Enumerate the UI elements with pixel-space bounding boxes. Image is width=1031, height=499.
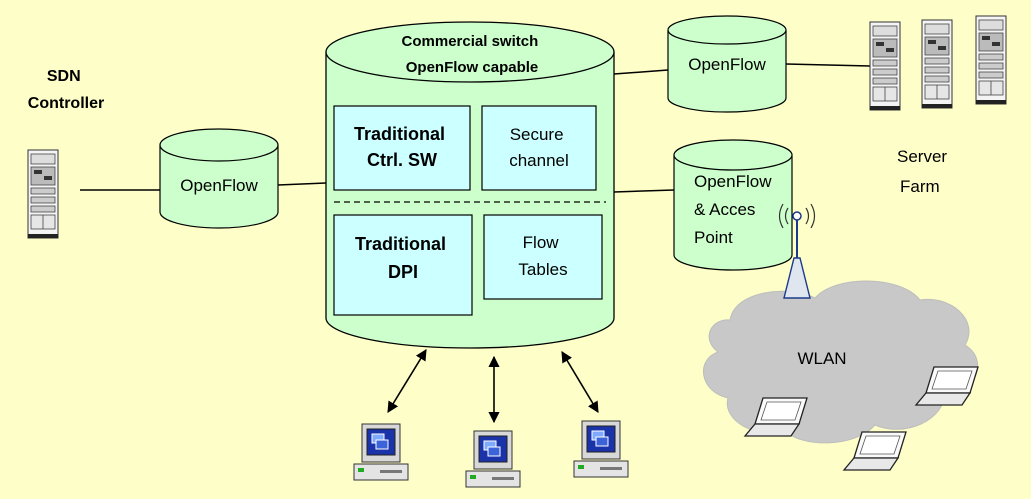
- server-tower-icon: [869, 21, 901, 111]
- desktop-computer-icon: [353, 423, 409, 481]
- wlan-label: WLAN: [797, 349, 846, 368]
- link-openflow-switch: [277, 182, 327, 186]
- switch-title: Commercial switch OpenFlow capable: [402, 33, 543, 76]
- box-ctrl-label: Traditional Ctrl. SW: [354, 124, 450, 170]
- openflow-left-label: OpenFlow: [180, 176, 258, 195]
- server-tower-icon: [27, 149, 59, 239]
- arrow-switch-computer-right: [561, 351, 599, 413]
- openflow-top-right-cylinder: OpenFlow: [667, 15, 787, 113]
- box-flow-label: Flow Tables: [518, 233, 567, 279]
- arrow-switch-computer-left: [387, 349, 427, 413]
- commercial-switch-cylinder: Commercial switch OpenFlow capable Tradi…: [325, 21, 615, 349]
- box-traditional-dpi: [333, 214, 473, 316]
- box-flow-tables: [483, 214, 603, 300]
- box-traditional-ctrl-sw: [333, 105, 471, 191]
- box-dpi-label: Traditional DPI: [355, 234, 451, 282]
- link-switch-openflow-top: [613, 69, 669, 75]
- box-secure-label: Secure channel: [509, 125, 569, 170]
- desktop-computer-icon: [573, 420, 629, 478]
- link-switch-openflow-ap: [613, 189, 675, 193]
- box-secure-channel: [481, 105, 597, 191]
- openflow-left-cylinder: OpenFlow: [159, 128, 279, 229]
- desktop-computer-icon: [465, 430, 521, 488]
- openflow-ap-label: OpenFlow & Acces Point: [694, 172, 776, 247]
- link-openflow-serverfarm: [785, 63, 871, 67]
- server-farm-label: Server Farm: [897, 147, 952, 196]
- controller-label: SDN Controller: [28, 68, 104, 112]
- openflow-access-point-cylinder: OpenFlow & Acces Point: [673, 139, 793, 271]
- openflow-top-right-label: OpenFlow: [688, 55, 766, 74]
- server-tower-icon: [921, 19, 953, 109]
- server-tower-icon: [975, 15, 1007, 105]
- wireless-antenna-icon: [778, 203, 816, 299]
